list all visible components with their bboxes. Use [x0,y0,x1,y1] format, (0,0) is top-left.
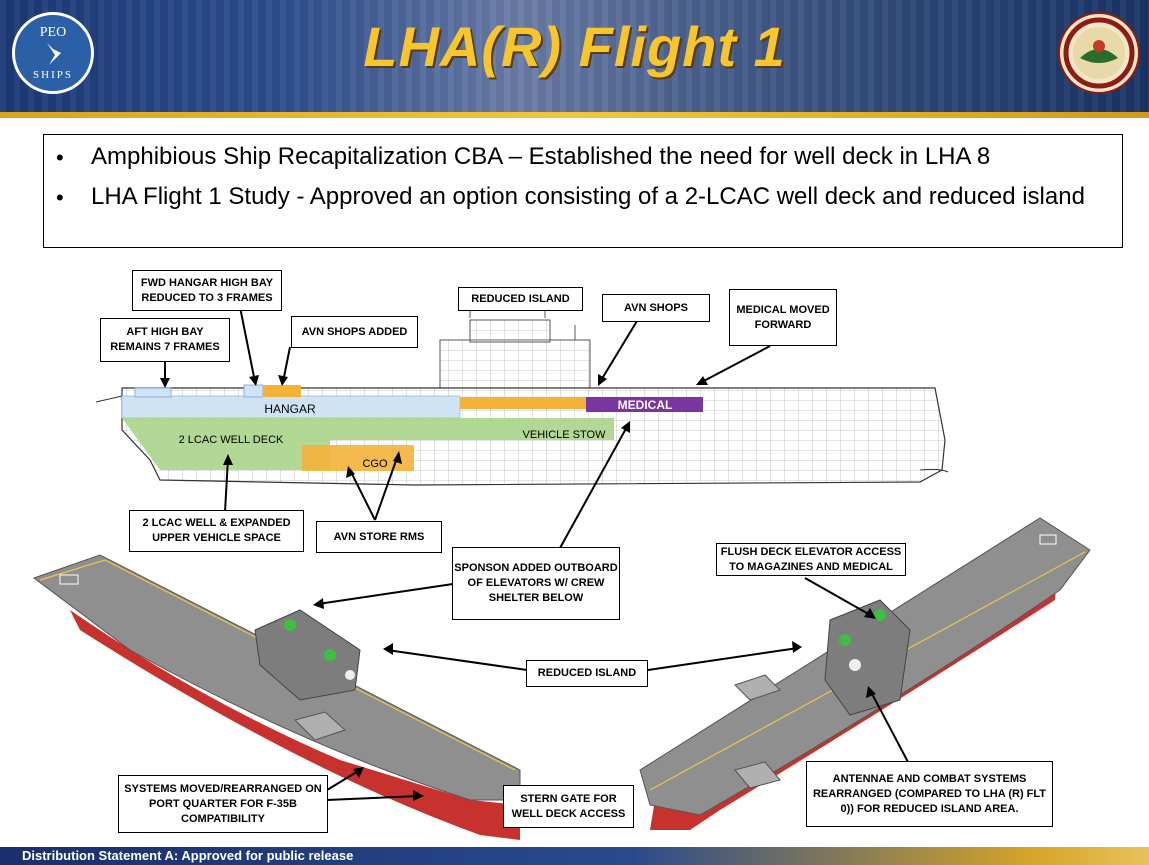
hangar-label: HANGAR [264,402,316,416]
aft-high-bay-zone [134,387,172,398]
page-title: LHA(R) Flight 1 [363,15,786,78]
callout-avn-store: AVN STORE RMS [316,521,442,553]
logo-text-bottom: SHIPS [33,69,73,81]
header-background-photo [0,0,1149,112]
peo-ships-logo-icon: PEO SHIPS [12,12,94,94]
distribution-statement: Distribution Statement A: Approved for p… [22,848,354,863]
callout-sponson: SPONSON ADDED OUTBOARD OF ELEVATORS W/ C… [452,547,620,620]
cgo-label: CGO [362,458,388,470]
callout-avn-shops: AVN SHOPS [602,294,710,322]
callout-reduced-island-top: REDUCED ISLAND [458,287,583,311]
header-divider [0,112,1149,118]
profile-island [439,300,591,389]
program-executive-office-seal-icon [1058,12,1140,94]
bullet-item-2: LHA Flight 1 Study - Approved an option … [91,183,1085,210]
callout-systems-moved: SYSTEMS MOVED/REARRANGED ON PORT QUARTER… [118,775,328,833]
callout-reduced-island-mid: REDUCED ISLAND [526,660,648,687]
logo-text-top: PEO [39,25,67,40]
medical-zone [586,397,703,412]
bullet-marker: • [56,145,64,170]
callout-flush-deck: FLUSH DECK ELEVATOR ACCESS TO MAGAZINES … [716,543,906,576]
footer-bar: Distribution Statement A: Approved for p… [0,847,1149,865]
well-deck-label: 2 LCAC WELL DECK [179,434,284,446]
well-deck-zone [122,418,614,470]
bullet-item-1: Amphibious Ship Recapitalization CBA – E… [91,143,991,170]
vehicle-stow-label: VEHICLE STOW [523,429,607,441]
callout-aft-high-bay: AFT HIGH BAY REMAINS 7 FRAMES [100,318,230,362]
avn-shops-zone [460,397,586,409]
header-banner [0,0,1149,112]
port-ship-render [32,554,521,840]
summary-bullets-box: • Amphibious Ship Recapitalization CBA –… [43,134,1123,248]
callout-medical-moved: MEDICAL MOVED FORWARD [729,289,837,346]
ship-diagram: HANGAR MEDICAL 2 LCAC WELL DECK VEHICLE … [32,300,1091,840]
callout-antennae: ANTENNAE AND COMBAT SYSTEMS REARRANGED (… [806,761,1053,827]
callout-avn-shops-added: AVN SHOPS ADDED [291,316,418,348]
fwd-high-bay-zone [243,384,264,398]
callout-lcac-well: 2 LCAC WELL & EXPANDED UPPER VEHICLE SPA… [129,510,304,552]
bullet-marker: • [56,185,64,210]
arrowheads [160,374,876,801]
callout-stern-gate: STERN GATE FOR WELL DECK ACCESS [503,785,634,828]
ship-emblem-icon [47,43,61,65]
medical-label: MEDICAL [618,398,673,412]
callout-arrows [164,306,909,801]
starboard-ship-render [639,517,1091,830]
callout-fwd-hangar: FWD HANGAR HIGH BAY REDUCED TO 3 FRAMES [132,270,282,311]
avn-shops-added-zone [263,385,301,397]
